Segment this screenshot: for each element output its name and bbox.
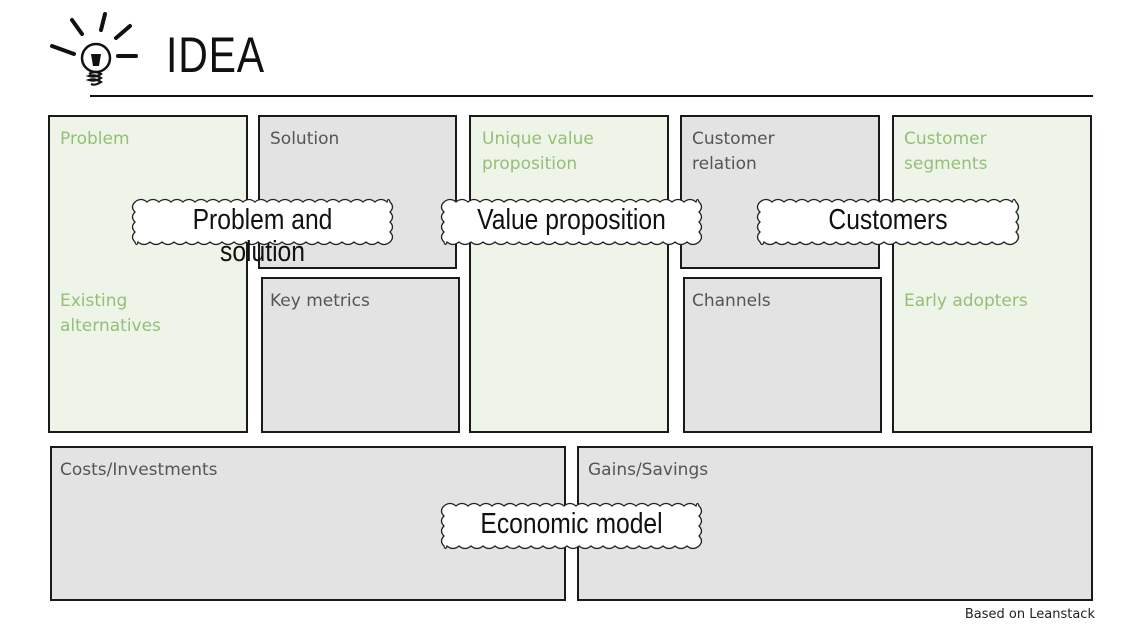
block-customer-segments[interactable]: Customer segments Early adopters: [892, 115, 1092, 433]
page-title: IDEA: [166, 27, 265, 83]
banner-problem-and-solution: Problem and solution: [129, 196, 396, 268]
banner-problem-and-solution-label: Problem and solution: [192, 204, 333, 268]
block-problem-label: Problem: [60, 129, 130, 149]
banner-outline: [756, 198, 1020, 246]
block-customer-segments-label: Customer segments: [904, 129, 988, 174]
block-existing-alternatives-label: Existing alternatives: [60, 291, 161, 336]
block-customer-relation-label: Customer relation: [692, 129, 775, 174]
block-costs-investments[interactable]: Costs/Investments: [50, 446, 566, 601]
banner-value-proposition-label: Value proposition: [477, 204, 666, 236]
wavy-banner-shape: [440, 502, 703, 550]
source-credit: Based on Leanstack: [964, 607, 1095, 622]
block-problem[interactable]: Problem Existing alternatives: [48, 115, 248, 433]
banner-outline: [440, 502, 703, 550]
block-channels[interactable]: Channels: [683, 277, 882, 433]
banner-customers: Customers: [754, 196, 1022, 248]
block-solution-label: Solution: [270, 129, 340, 149]
block-key-metrics[interactable]: Key metrics: [261, 277, 460, 433]
block-gains-savings-label: Gains/Savings: [588, 460, 709, 480]
block-unique-value-proposition-label: Unique value proposition: [482, 129, 594, 174]
block-unique-value-proposition[interactable]: Unique value proposition: [469, 115, 669, 433]
wavy-banner-shape: [756, 198, 1020, 246]
banner-outline: [131, 198, 394, 246]
block-key-metrics-label: Key metrics: [270, 291, 370, 311]
lightbulb-icon: [48, 10, 140, 100]
banner-outline: [440, 198, 703, 246]
block-costs-investments-label: Costs/Investments: [60, 460, 218, 480]
banner-customers-label: Customers: [828, 204, 948, 236]
wavy-banner-shape: [440, 198, 703, 246]
block-channels-label: Channels: [692, 291, 771, 311]
banner-economic-model-label: Economic model: [480, 508, 663, 540]
wavy-banner-shape: [131, 198, 394, 246]
block-early-adopters-label: Early adopters: [904, 291, 1028, 311]
title-underline: [90, 95, 1093, 97]
banner-economic-model: Economic model: [438, 500, 705, 552]
banner-value-proposition: Value proposition: [438, 196, 705, 248]
